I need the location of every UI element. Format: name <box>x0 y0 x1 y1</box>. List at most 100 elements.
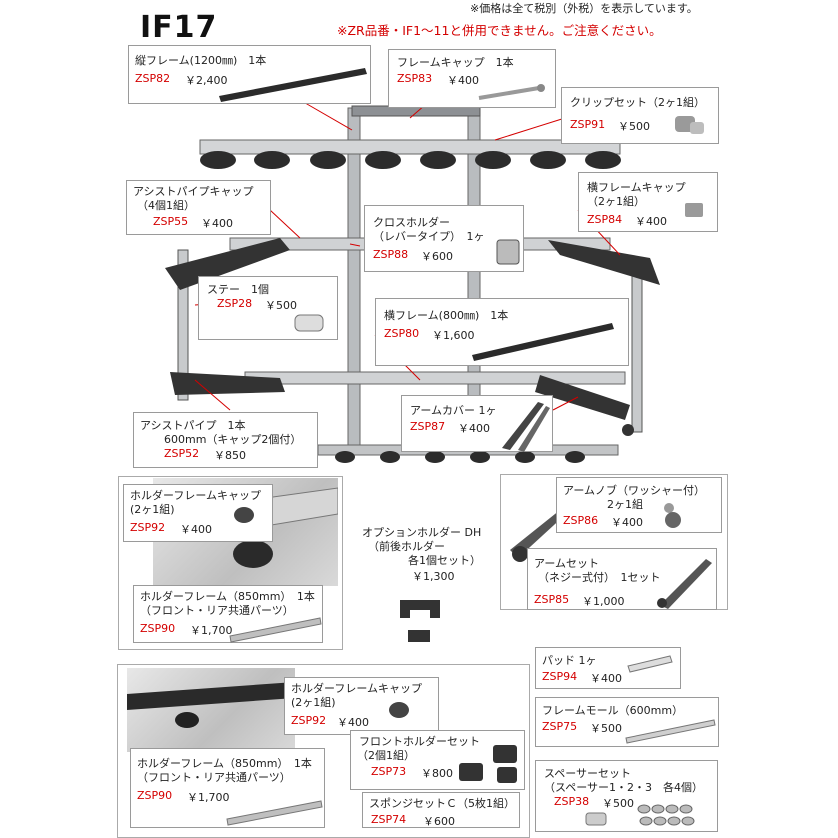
part-name-detail: 2ヶ1組 <box>607 498 643 511</box>
part-code: ZSP92 <box>291 714 327 727</box>
part-price: ￥400 <box>590 672 622 685</box>
part-code: ZSP84 <box>587 213 623 226</box>
spacer-set-image <box>585 804 695 826</box>
part-card-zsp85: アームセット （ネジー式付） 1セット ZSP85 ￥1,000 <box>527 548 717 610</box>
part-name-detail-2: 各1個セット） <box>408 554 481 567</box>
part-price: ￥1,700 <box>190 624 233 637</box>
part-price: ￥2,400 <box>185 74 228 87</box>
option-holder-dh: オプションホルダー DH （前後ホルダー 各1個セット） ￥1,300 <box>350 520 500 660</box>
part-name: 横フレームキャップ <box>587 181 686 194</box>
part-card-zsp55: アシストパイプキャップ （4個1組） ZSP55 ￥400 <box>126 180 271 235</box>
part-card-zsp73: フロントホルダーセット （2個1組） ZSP73 ￥800 <box>350 730 525 790</box>
part-name: パッド 1ヶ <box>542 654 597 667</box>
part-price: ￥500 <box>602 797 634 810</box>
holder-frame-group-1 <box>118 476 343 650</box>
stay-image <box>294 314 324 332</box>
part-code: ZSP73 <box>371 765 407 778</box>
part-name-detail: （2ヶ1組） <box>587 195 645 208</box>
part-code: ZSP85 <box>534 593 570 606</box>
holder-frame-photo-2 <box>127 668 295 752</box>
part-price: ￥500 <box>265 299 297 312</box>
part-card-zsp87: アームカバー 1ヶ ZSP87 ￥400 <box>401 395 553 452</box>
part-name: アームノブ（ワッシャー付） <box>563 484 706 497</box>
part-card-zsp74: スポンジセットＣ（5枚1組） ZSP74 ￥600 <box>362 792 520 828</box>
part-name: アームセット <box>534 557 600 570</box>
part-name-detail: （フロント・リア共通パーツ） <box>140 604 294 617</box>
page-title: IF17 <box>140 10 218 45</box>
part-code: ZSP91 <box>570 118 606 131</box>
part-price: ￥600 <box>423 815 455 828</box>
part-card-zsp90-b: ホルダーフレーム（850mm） 1本 （フロント・リア共通パーツ） ZSP90 … <box>130 748 325 828</box>
part-name: アシストパイプ 1本 <box>140 419 246 432</box>
compatibility-warning: ※ZR品番・IF1～11と併用できません。ご注意ください。 <box>337 23 662 38</box>
part-card-zsp91: クリップセット（2ヶ1組） ZSP91 ￥500 <box>561 87 719 144</box>
part-name: フレームモール（600mm） <box>542 704 684 717</box>
part-code: ZSP28 <box>217 297 253 310</box>
part-card-zsp92-b: ホルダーフレームキャップ (2ヶ1組) ZSP92 ￥400 <box>284 677 439 735</box>
part-card-zsp38: スペーサーセット （スペーサー1・2・3 各4個） ZSP38 ￥500 <box>535 760 718 832</box>
part-price: ￥400 <box>180 523 212 536</box>
part-code: ZSP38 <box>554 795 590 808</box>
part-name: 縦フレーム(1200㎜) 1本 <box>135 54 267 67</box>
holder-frame-cap-image <box>234 507 254 523</box>
part-name: 横フレーム(800㎜) 1本 <box>384 309 509 322</box>
part-card-zsp82: 縦フレーム(1200㎜) 1本 ZSP82 ￥2,400 <box>128 45 371 104</box>
part-card-zsp80: 横フレーム(800㎜) 1本 ZSP80 ￥1,600 <box>375 298 629 366</box>
side-frame-image <box>472 323 614 361</box>
part-card-zsp94: パッド 1ヶ ZSP94 ￥400 <box>535 647 681 689</box>
holder-frame-image <box>229 617 322 643</box>
part-card-zsp52: アシストパイプ 1本 600mm（キャップ2個付） ZSP52 ￥850 <box>133 412 318 468</box>
frame-cap-image <box>478 84 545 100</box>
part-name-detail: （前後ホルダー <box>368 540 445 553</box>
part-code: ZSP75 <box>542 720 578 733</box>
part-name: クリップセット（2ヶ1組） <box>570 96 705 109</box>
part-code: ZSP80 <box>384 327 420 340</box>
part-code: ZSP74 <box>371 813 407 826</box>
part-name: スポンジセットＣ（5枚1組） <box>369 797 515 810</box>
part-card-zsp86: アームノブ（ワッシャー付） 2ヶ1組 ZSP86 ￥400 <box>556 477 722 533</box>
part-price: ￥1,600 <box>432 329 475 342</box>
part-code: ZSP88 <box>373 248 409 261</box>
part-name-detail: （4個1組） <box>137 199 195 212</box>
part-price: ￥400 <box>611 516 643 529</box>
price-note: ※価格は全て税別（外税）を表示しています。 <box>470 2 698 15</box>
part-name: スペーサーセット <box>544 767 632 780</box>
part-price: ￥600 <box>421 250 453 263</box>
part-name-detail: （ネジー式付） 1セット <box>538 571 661 584</box>
arm-cover-image <box>502 402 550 452</box>
arm-assembly-image <box>510 510 566 562</box>
front-holder-set-image <box>459 745 517 783</box>
part-price: ￥400 <box>447 74 479 87</box>
clip-set-image <box>675 116 704 134</box>
part-code: ZSP52 <box>164 447 200 460</box>
cross-holder-image <box>496 239 520 265</box>
part-price: ￥800 <box>421 767 453 780</box>
part-price: ￥400 <box>337 716 369 729</box>
part-price: ￥400 <box>201 217 233 230</box>
part-card-zsp88: クロスホルダー （レバータイプ） 1ヶ ZSP88 ￥600 <box>364 205 524 272</box>
part-price: ￥500 <box>590 722 622 735</box>
part-code: ZSP83 <box>397 72 433 85</box>
part-card-zsp28: ステー 1個 ZSP28 ￥500 <box>198 276 338 340</box>
part-code: ZSP82 <box>135 72 171 85</box>
part-price: ￥1,300 <box>412 570 455 583</box>
holder-frame-cap-image <box>389 702 409 718</box>
vertical-frame-image <box>219 68 367 102</box>
part-name-detail: （スペーサー1・2・3 各4個） <box>544 781 704 794</box>
part-name-detail: （フロント・リア共通パーツ） <box>137 771 291 784</box>
part-code: ZSP92 <box>130 521 166 534</box>
part-name-detail: （2個1組） <box>357 749 415 762</box>
part-name: クロスホルダー <box>373 216 450 229</box>
part-price: ￥1,000 <box>582 595 625 608</box>
part-name: アシストパイプキャップ <box>133 185 254 198</box>
pad-image <box>627 655 673 673</box>
part-code: ZSP94 <box>542 670 578 683</box>
part-code: ZSP90 <box>140 622 176 635</box>
part-name: ホルダーフレームキャップ <box>130 489 262 502</box>
part-name: ホルダーフレーム（850mm） 1本 <box>137 757 312 770</box>
part-code: ZSP87 <box>410 420 446 433</box>
part-price: ￥850 <box>214 449 246 462</box>
part-card-zsp92-a: ホルダーフレームキャップ (2ヶ1組) ZSP92 ￥400 <box>123 484 273 542</box>
part-name-detail: (2ヶ1組) <box>291 696 336 709</box>
holder-frame-image <box>226 800 323 826</box>
